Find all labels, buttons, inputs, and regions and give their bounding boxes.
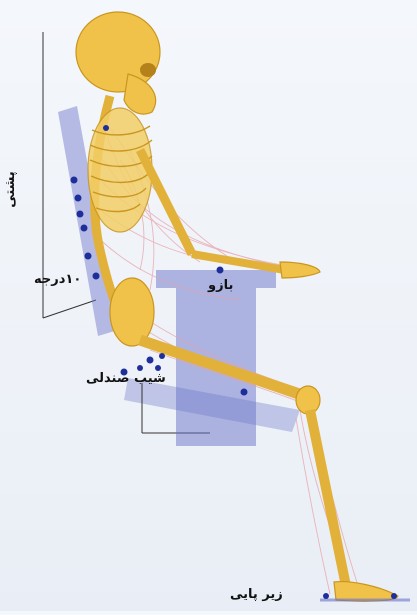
ribcage <box>88 108 152 232</box>
jaw <box>124 74 156 114</box>
foot <box>334 582 398 602</box>
pelvis <box>110 278 154 346</box>
armrest-label: بازو <box>208 278 233 293</box>
footrest-label: زیر پایی <box>230 587 283 602</box>
eye-socket <box>140 63 156 77</box>
angle-label: ۱۰درجه <box>34 272 81 287</box>
knee <box>296 386 320 414</box>
forearm <box>192 254 285 270</box>
shin <box>310 410 346 586</box>
skull <box>76 12 160 92</box>
seat-slope-label: شیب صندلی <box>86 371 166 386</box>
backrest-label: پشتی <box>3 171 18 208</box>
hand <box>280 262 320 278</box>
